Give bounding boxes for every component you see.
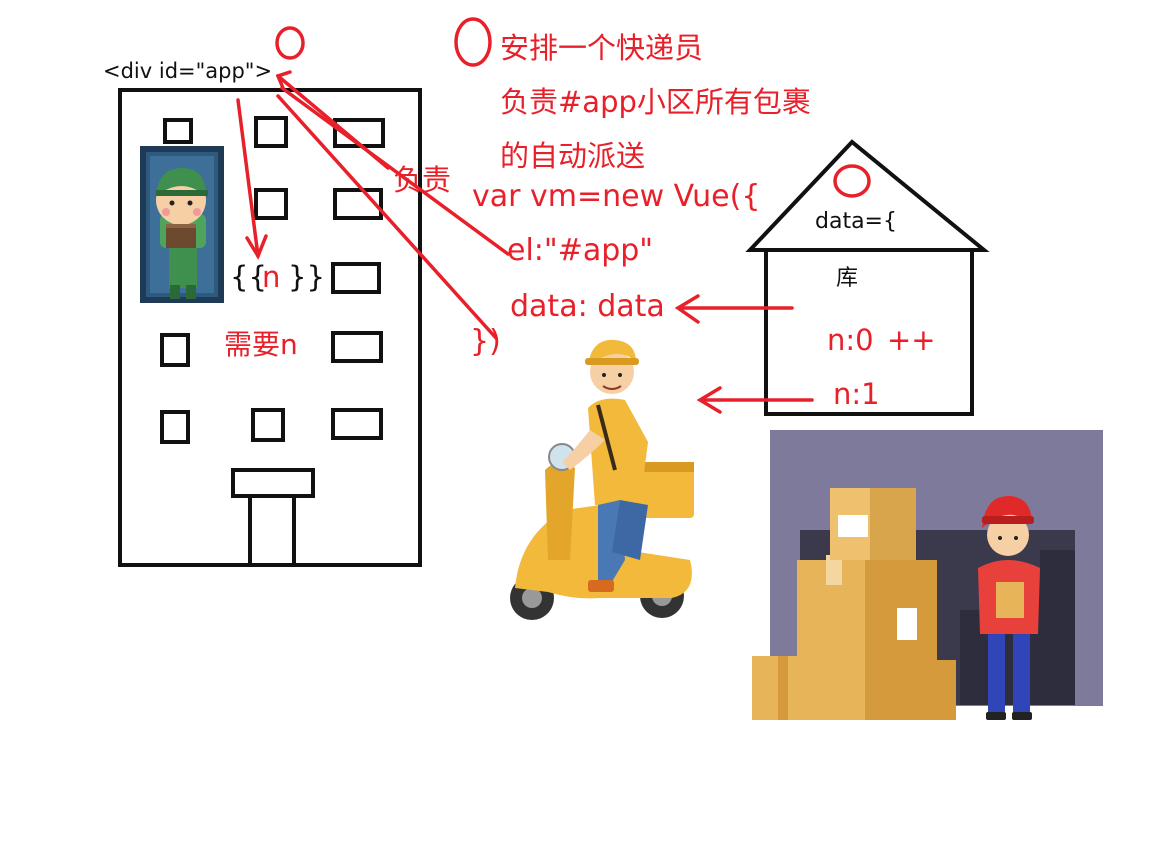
- app-tag-label: <div id="app">: [103, 59, 273, 83]
- annotation-strokes: [236, 17, 871, 414]
- mustache-open: {{: [230, 260, 267, 294]
- circle-marker-3: [454, 17, 492, 67]
- mustache-close: }}: [288, 260, 325, 294]
- red-courier: [978, 495, 1040, 720]
- arrow-close-to-app: [276, 94, 498, 340]
- vue-code-line-3: data: data: [510, 289, 665, 324]
- green-courier-in-elevator: [140, 146, 224, 303]
- circle-marker-1: [275, 26, 305, 60]
- needs-n-label: 需要n: [224, 328, 298, 361]
- scooter-courier: [510, 339, 694, 620]
- value-n1: n:1: [833, 377, 880, 411]
- arrow-app-to-mustache: [236, 98, 260, 258]
- value-n0: n:0: [827, 323, 874, 357]
- vue-code-line-1: var vm=new Vue({: [472, 179, 761, 214]
- data-store-house: [745, 139, 990, 416]
- vue-code-line-2: el:"#app": [507, 233, 654, 268]
- task-line-1: 安排一个快递员: [500, 31, 704, 65]
- warehouse-with-packages: [752, 430, 1103, 720]
- mustache-variable: n: [262, 260, 281, 294]
- task-line-3: 的自动派送: [500, 139, 646, 173]
- arrow-el-to-app: [280, 86, 510, 256]
- circle-marker-2: [833, 164, 871, 198]
- warehouse-header-label: data={: [815, 209, 897, 234]
- vue-code-line-4: }): [470, 324, 501, 359]
- value-plusplus: ++: [887, 323, 936, 357]
- task-line-2: 负责#app小区所有包裹: [500, 85, 811, 119]
- responsible-label: 负责: [393, 163, 452, 197]
- warehouse-label: 库: [836, 266, 859, 291]
